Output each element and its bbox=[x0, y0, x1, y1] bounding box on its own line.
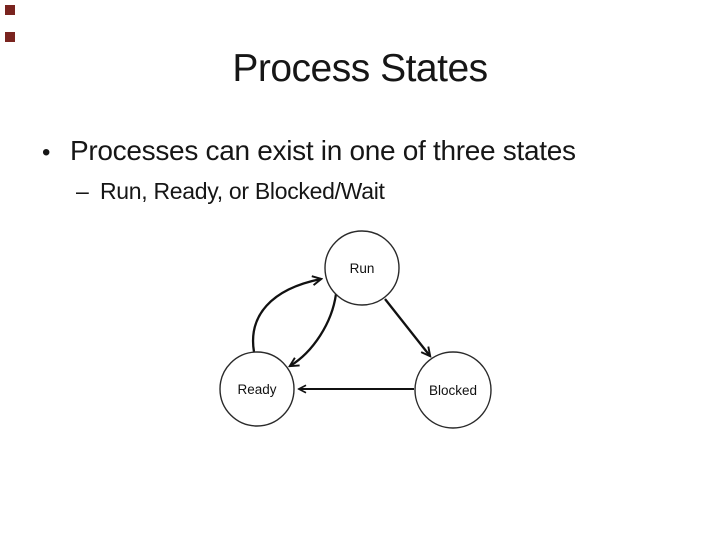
slide-accent-square-top bbox=[5, 5, 15, 15]
state-label-ready: Ready bbox=[237, 382, 276, 397]
bullet-item-level1: • Processes can exist in one of three sta… bbox=[42, 134, 576, 170]
transition-arrow-run-to-ready bbox=[290, 293, 338, 366]
bullet-text: Processes can exist in one of three stat… bbox=[70, 135, 576, 166]
dash-marker: – bbox=[76, 178, 89, 204]
state-node-blocked bbox=[414, 351, 492, 429]
slide-accent-square-bottom bbox=[5, 32, 15, 42]
slide-title: Process States bbox=[232, 47, 488, 90]
state-node-ready bbox=[219, 351, 295, 427]
bullet-marker: • bbox=[42, 139, 51, 166]
state-label-run: Run bbox=[350, 261, 375, 276]
bullet-item-level2: –Run, Ready, or Blocked/Wait bbox=[76, 176, 385, 206]
transition-arrow-run-to-blocked bbox=[384, 298, 430, 356]
state-label-blocked: Blocked bbox=[429, 383, 477, 398]
bullet-text: Run, Ready, or Blocked/Wait bbox=[100, 178, 385, 204]
state-node-run bbox=[324, 230, 400, 306]
transition-arrow-ready-to-run bbox=[251, 279, 321, 353]
